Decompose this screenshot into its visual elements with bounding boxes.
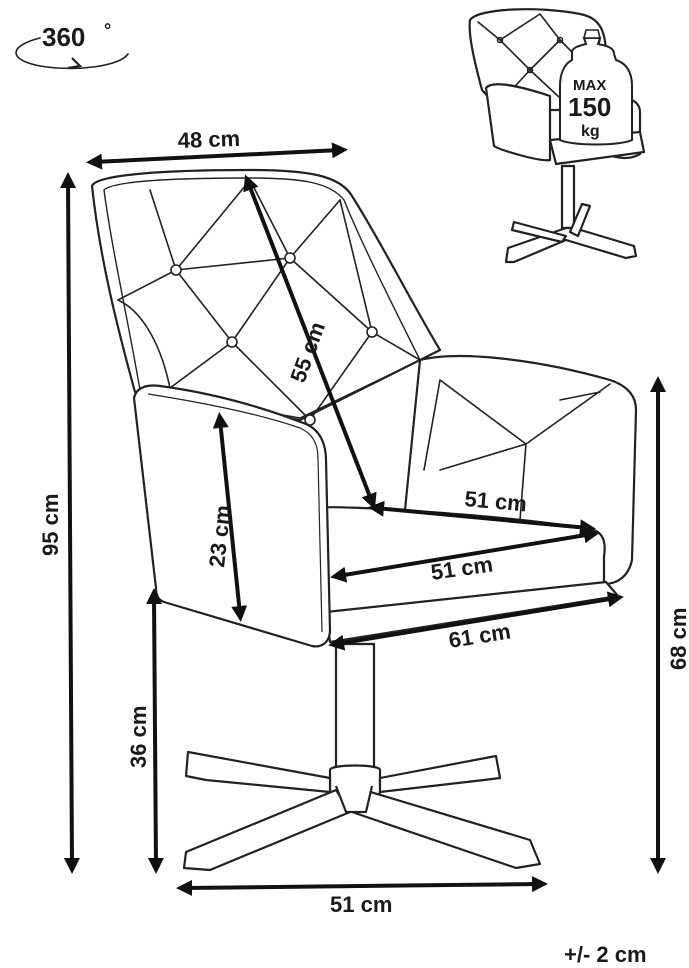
seat-width-arrow (330, 527, 600, 583)
seat-floor-height-label: 36 cm (126, 706, 151, 768)
overall-height-arrow (60, 172, 80, 874)
base-width-arrow (176, 876, 548, 896)
seat-depth-arrow (368, 500, 596, 536)
rotation-icon: 360 ° (15, 20, 129, 70)
base-width-label: 51 cm (330, 892, 392, 917)
armrest-floor-height-label: 68 cm (666, 608, 689, 670)
overall-height-label: 95 cm (38, 494, 63, 556)
seat-floor-height-arrow (146, 588, 164, 874)
tolerance-note: +/- 2 cm (564, 942, 647, 967)
overall-width-arrow (86, 142, 348, 170)
reference-chair-illustration: MAX 150 kg (468, 8, 646, 264)
capacity-max-label: MAX (573, 77, 606, 94)
seat-depth-label: 51 cm (464, 486, 528, 516)
backrest-height-arrow (243, 174, 377, 510)
overall-width-label: 48 cm (177, 126, 240, 153)
capacity-unit: kg (581, 123, 600, 140)
dimension-lines (60, 142, 666, 896)
main-chair-illustration (90, 168, 638, 872)
armrest-height-arrow (212, 412, 248, 622)
total-depth-arrow (328, 591, 624, 651)
capacity-value: 150 (568, 92, 611, 122)
degree-symbol: ° (104, 20, 111, 40)
rotation-label: 360 (42, 22, 85, 52)
